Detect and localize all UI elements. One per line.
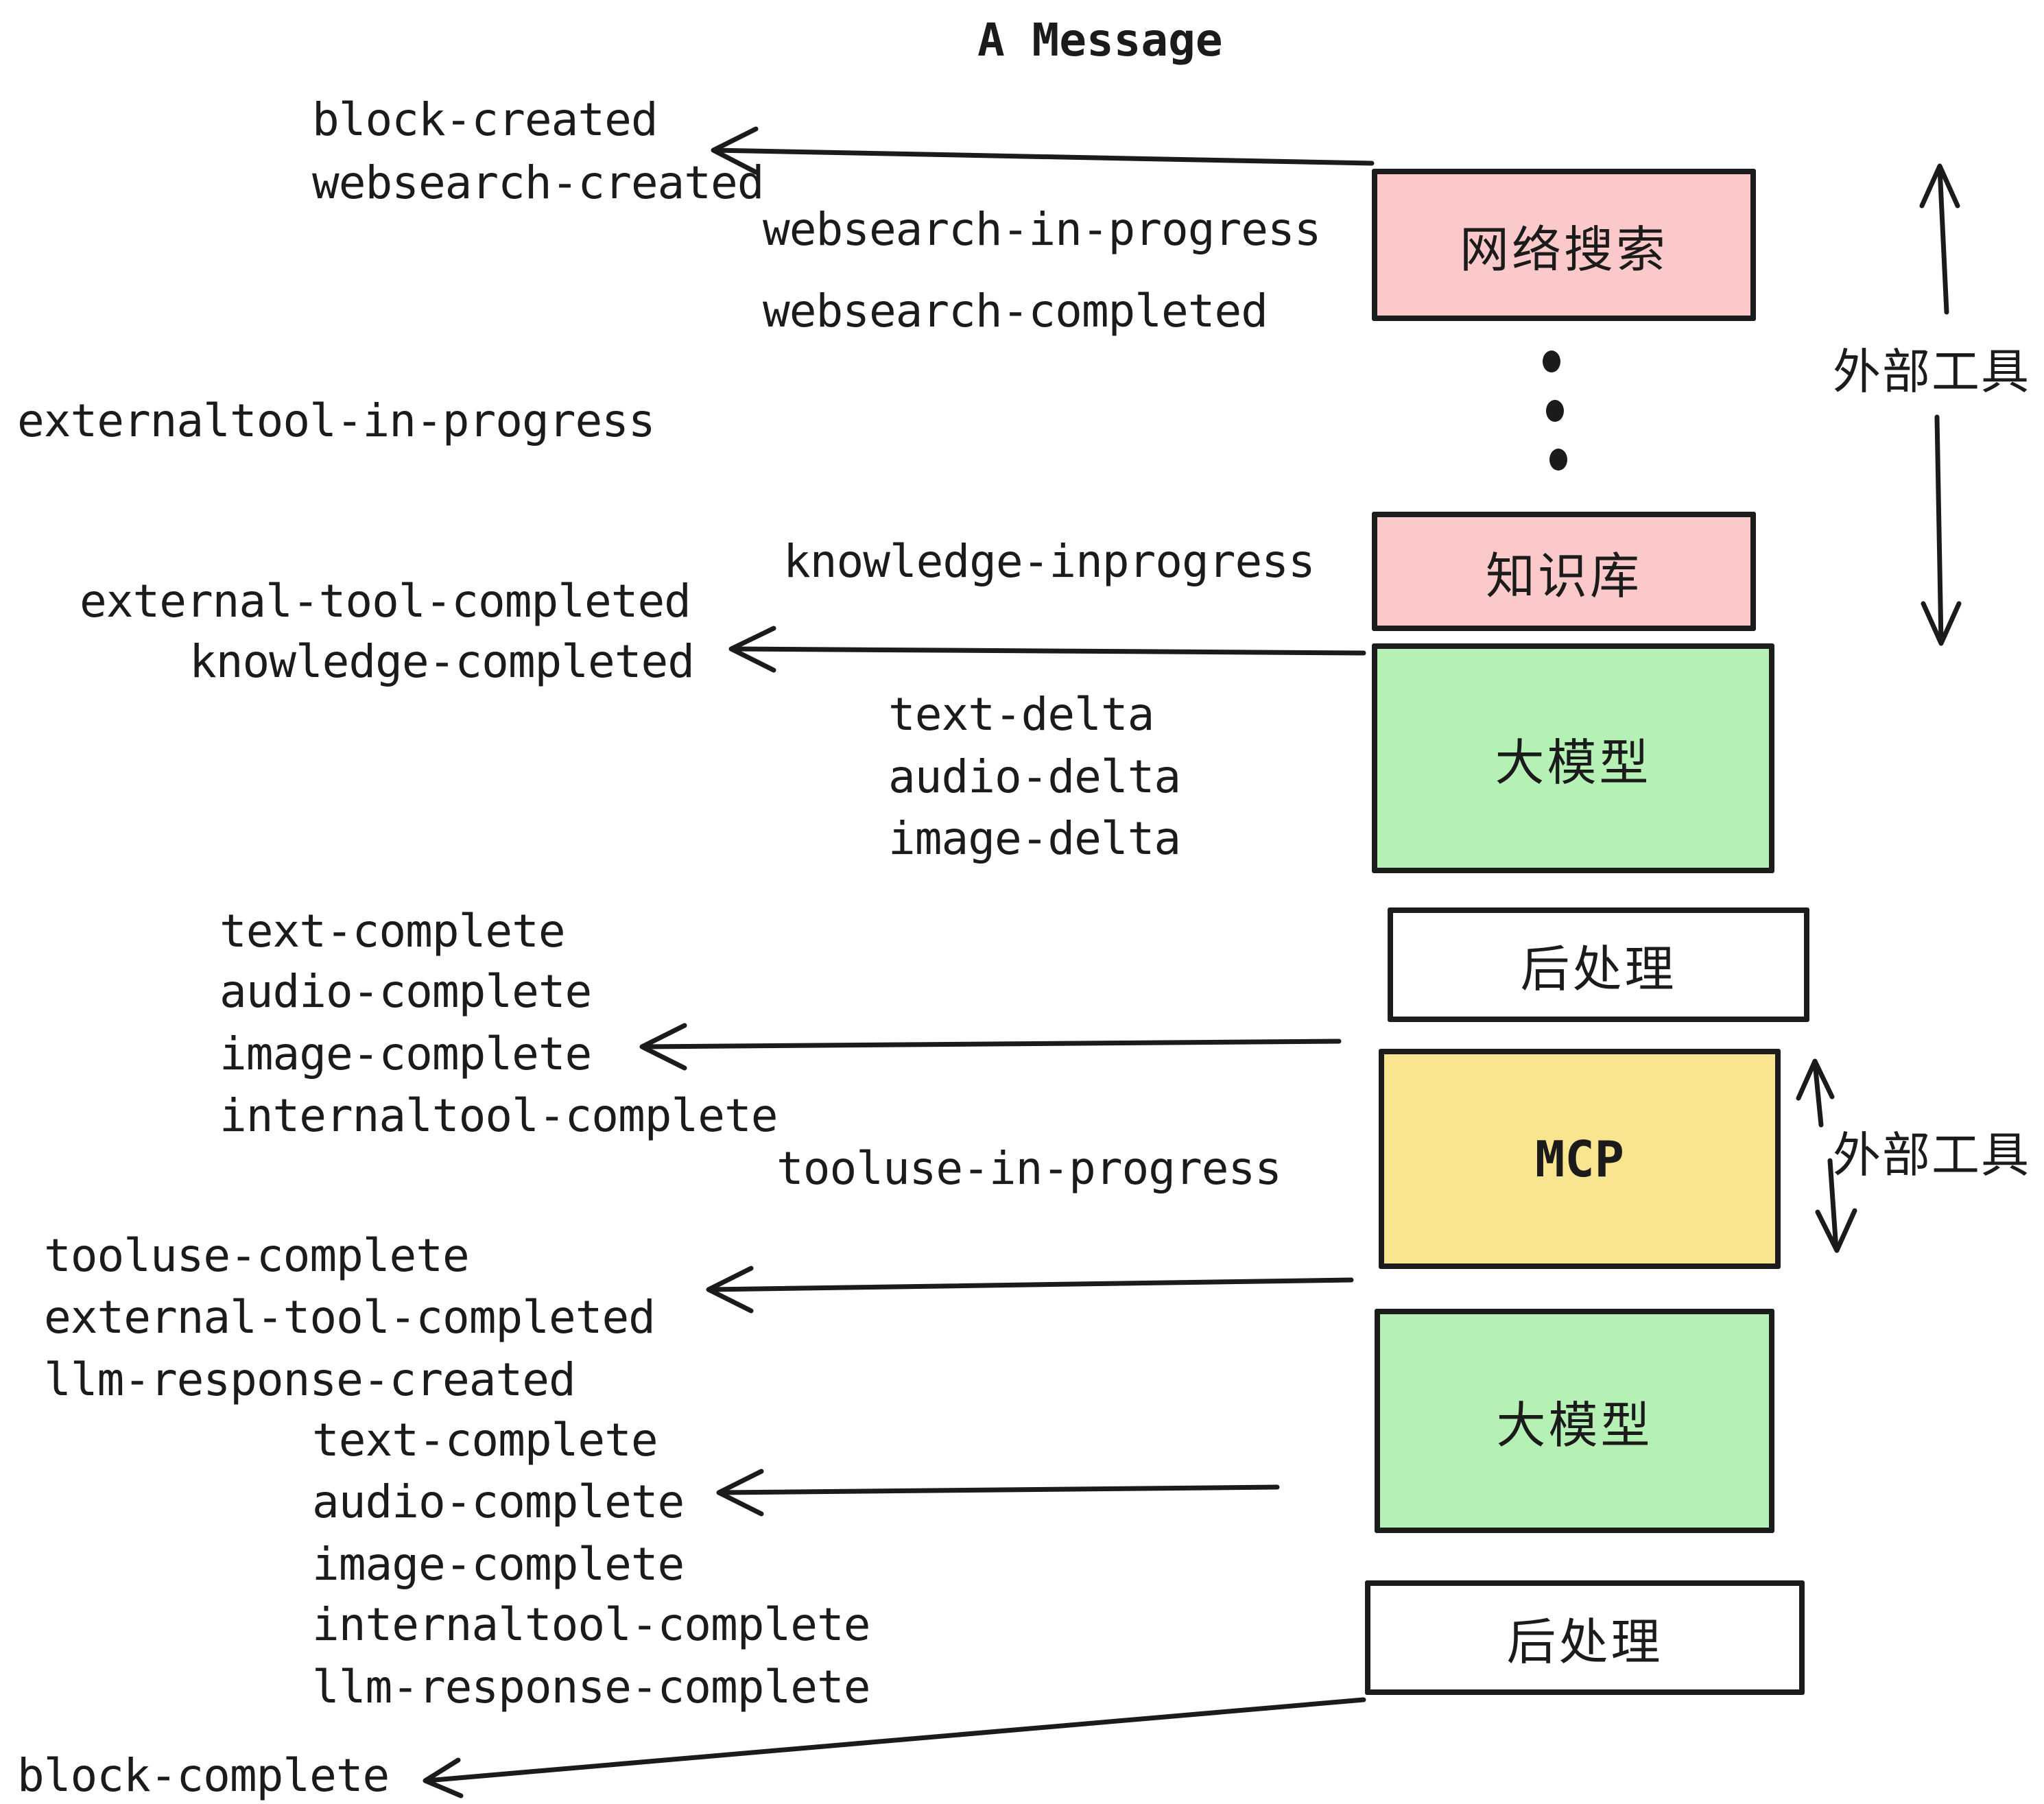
event-block-created: block-created <box>312 93 658 146</box>
event-text-complete-2: text-complete <box>312 1414 658 1467</box>
arrow-to-image-complete <box>639 1023 1342 1071</box>
external-tools-label-top: 外部工具 <box>1833 344 2030 400</box>
event-internaltool-complete-2: internaltool-complete <box>312 1598 870 1651</box>
event-image-complete-2: image-complete <box>312 1538 685 1591</box>
event-text-complete-1: text-complete <box>219 905 566 958</box>
box-post-2: 后处理 <box>1365 1580 1805 1695</box>
box-knowledge: 知识库 <box>1372 512 1756 631</box>
box-llm-2-label: 大模型 <box>1496 1397 1653 1454</box>
event-external-tool-completed-2: external-tool-completed <box>44 1291 656 1344</box>
event-websearch-completed: websearch-completed <box>763 285 1268 337</box>
event-audio-delta-1: audio-delta <box>888 750 1181 803</box>
event-image-delta-1: image-delta <box>888 812 1181 865</box>
box-llm-1-label: 大模型 <box>1495 734 1652 792</box>
box-post-1-label: 后处理 <box>1520 940 1677 998</box>
event-websearch-in-progress: websearch-in-progress <box>763 203 1321 256</box>
external-tools-label-mcp: 外部工具 <box>1833 1127 2030 1183</box>
external-tools-double-arrow-top <box>1919 163 1962 646</box>
arrow-to-knowledge-completed <box>728 626 1366 673</box>
event-websearch-created: websearch-created <box>312 156 765 209</box>
box-post-2-label: 后处理 <box>1506 1613 1663 1671</box>
event-knowledge-completed: knowledge-completed <box>189 635 695 688</box>
box-knowledge-label: 知识库 <box>1485 547 1642 605</box>
box-mcp: MCP <box>1379 1049 1781 1269</box>
event-external-tool-completed: external-tool-completed <box>80 575 691 628</box>
arrow-to-block-complete <box>423 1697 1366 1799</box>
event-audio-complete-1: audio-complete <box>219 965 592 1018</box>
event-tooluse-in-progress: tooluse-in-progress <box>776 1142 1282 1195</box>
box-post-1: 后处理 <box>1388 907 1809 1022</box>
box-mcp-label: MCP <box>1534 1130 1625 1188</box>
diagram-title: A Message <box>977 14 1223 67</box>
event-audio-complete-2: audio-complete <box>312 1475 685 1528</box>
event-text-delta-1: text-delta <box>888 688 1154 741</box>
box-llm-2: 大模型 <box>1375 1309 1774 1533</box>
event-knowledge-inprogress: knowledge-inprogress <box>783 535 1316 588</box>
arrow-to-block-created <box>711 126 1375 175</box>
event-llm-response-complete: llm-response-complete <box>312 1661 870 1713</box>
event-internaltool-complete-1: internaltool-complete <box>219 1089 778 1142</box>
event-image-complete-1: image-complete <box>219 1028 592 1080</box>
event-block-complete: block-complete <box>17 1749 390 1802</box>
arrow-to-audio-complete <box>716 1469 1280 1517</box>
arrow-to-external-tool-completed <box>706 1266 1354 1314</box>
event-llm-response-created: llm-response-created <box>44 1353 576 1406</box>
box-llm-1: 大模型 <box>1372 643 1774 873</box>
ellipsis-dots <box>1543 351 1567 471</box>
event-externaltool-in-progress: externaltool-in-progress <box>17 394 656 447</box>
event-tooluse-complete: tooluse-complete <box>44 1229 470 1282</box>
box-websearch-label: 网络搜索 <box>1459 220 1668 278</box>
box-websearch: 网络搜索 <box>1372 169 1756 321</box>
